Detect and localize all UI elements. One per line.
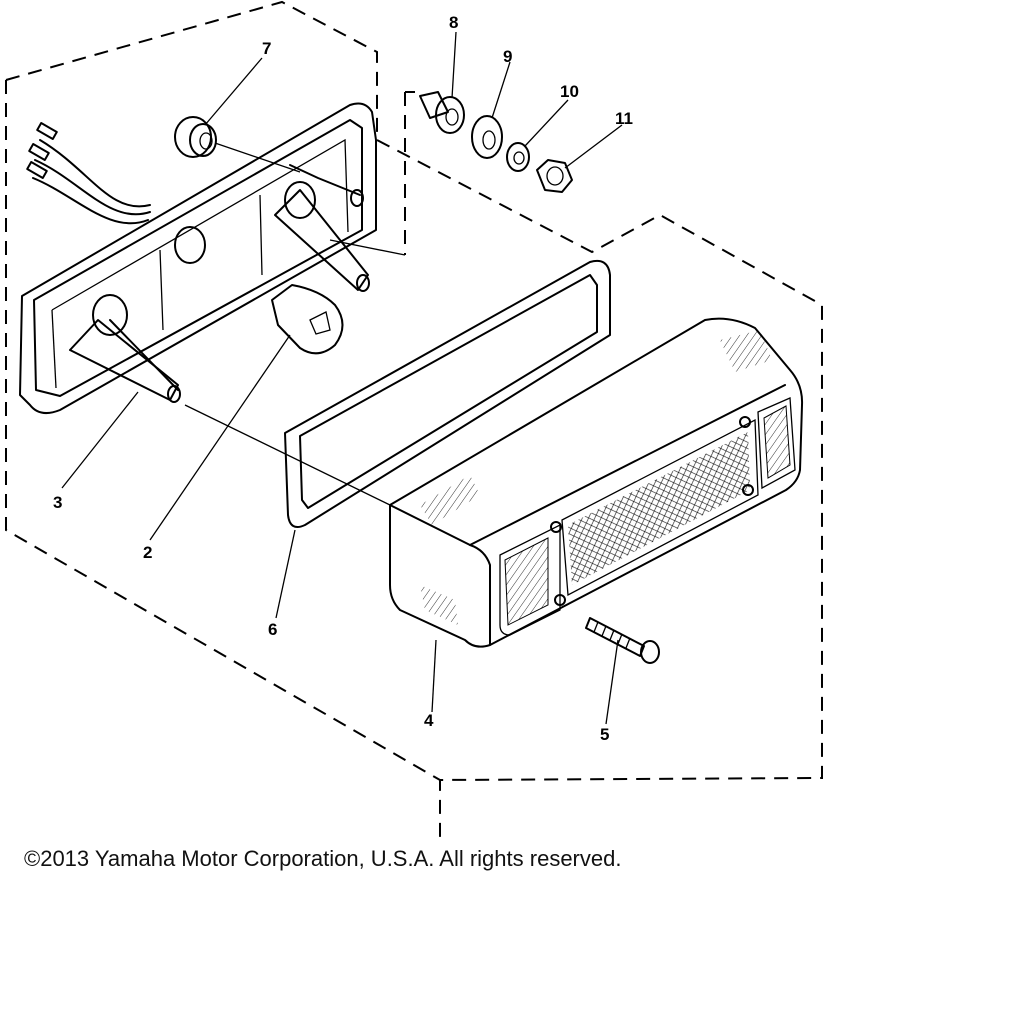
callout-7: 7 [262, 39, 271, 58]
callout-10: 10 [560, 82, 579, 101]
wiring-harness [26, 122, 151, 225]
callout-4: 4 [424, 711, 434, 730]
reflector-left [69, 319, 181, 403]
callouts: 2 3 4 5 6 7 8 9 10 11 [53, 13, 633, 744]
callout-8: 8 [449, 13, 458, 32]
reference-lines [184, 142, 406, 506]
callout-9: 9 [503, 47, 512, 66]
callout-5: 5 [600, 725, 609, 744]
lock-washer-10 [506, 142, 530, 172]
gasket [284, 259, 611, 528]
screw [585, 617, 660, 664]
washer-9 [471, 115, 503, 159]
leader-lines [61, 31, 623, 725]
callout-6: 6 [268, 620, 277, 639]
nut-11 [536, 159, 573, 193]
bulb [271, 284, 344, 355]
copyright-notice: ©2013 Yamaha Motor Corporation, U.S.A. A… [24, 846, 622, 871]
callout-11: 11 [615, 109, 633, 128]
reflector-right [274, 164, 370, 292]
grommet [174, 116, 217, 158]
bolt-8 [419, 91, 465, 134]
lens [389, 317, 804, 648]
callout-2: 2 [143, 543, 152, 562]
callout-3: 3 [53, 493, 62, 512]
lamp-housing [19, 102, 377, 415]
housing-group-boundary [5, 0, 441, 781]
lens-group-boundary [376, 139, 823, 840]
